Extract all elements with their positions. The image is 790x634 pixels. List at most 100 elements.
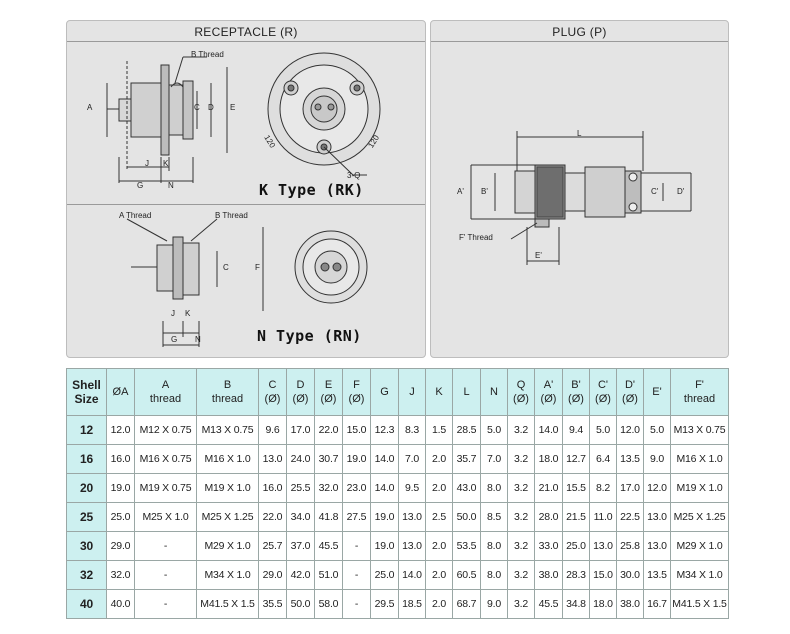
table-cell: 3.2 [507, 444, 535, 474]
table-cell: M25 X 1.25 [670, 502, 729, 532]
table-cell: 34.8 [562, 589, 590, 619]
table-cell: 58.0 [314, 589, 343, 619]
table-cell: 25.0 [106, 502, 135, 532]
table-cell: 5.0 [480, 415, 508, 445]
table-cell: 32.0 [314, 473, 343, 503]
plug-title-divider [431, 41, 728, 42]
header-text: Shell [72, 378, 101, 392]
k-dim-k: K [163, 159, 169, 168]
header-text: ØA [112, 386, 129, 398]
table-cell: 13.5 [643, 560, 671, 590]
table-cell: 19.0 [370, 531, 399, 561]
shell-size-cell: 25 [66, 502, 107, 532]
table-cell: 14.0 [534, 415, 563, 445]
table-cell: M13 X 0.75 [196, 415, 259, 445]
table-cell: 17.0 [616, 473, 644, 503]
table-cell: 18.0 [589, 589, 617, 619]
table-cell: 8.0 [480, 560, 508, 590]
column-header: K [425, 368, 453, 416]
header-text: D [296, 379, 305, 391]
header-text: B [223, 379, 232, 391]
table-cell: M41.5 X 1.5 [670, 589, 729, 619]
table-cell: 9.0 [643, 444, 671, 474]
table-cell: M13 X 0.75 [670, 415, 729, 445]
k-dim-a: A [87, 103, 93, 112]
header-text: Q [516, 379, 526, 391]
table-cell: 1.5 [425, 415, 453, 445]
table-cell: 21.5 [562, 502, 590, 532]
header-text: C [268, 379, 277, 391]
table-cell: M29 X 1.0 [670, 531, 729, 561]
header-text: D' [624, 379, 636, 391]
table-cell: 9.5 [398, 473, 426, 503]
table-cell: 50.0 [286, 589, 315, 619]
k-n-type-divider [67, 204, 425, 205]
table-cell: 8.0 [480, 531, 508, 561]
header-text: (Ø) [540, 393, 557, 405]
table-cell: 13.0 [643, 502, 671, 532]
table-cell: 12.7 [562, 444, 590, 474]
table-cell: 51.0 [314, 560, 343, 590]
table-cell: 38.0 [534, 560, 563, 590]
table-cell: 12.0 [616, 415, 644, 445]
header-text: thread [149, 393, 182, 405]
header-text: Size [74, 392, 99, 406]
table-cell: M29 X 1.0 [196, 531, 259, 561]
table-cell: 3.2 [507, 502, 535, 532]
table-cell: 12.0 [106, 415, 135, 445]
table-cell: 7.0 [480, 444, 508, 474]
header-text: thread [683, 393, 716, 405]
header-text: J [409, 386, 415, 398]
k-type-front-view [267, 52, 381, 176]
plug-drawing-panel: PLUG (P) [430, 20, 729, 358]
table-cell: 15.0 [342, 415, 371, 445]
shell-size-cell: 16 [66, 444, 107, 474]
table-cell: 14.0 [398, 560, 426, 590]
plug-dim-c-prime: C' [651, 187, 659, 196]
table-cell: 2.0 [425, 560, 453, 590]
column-header: N [480, 368, 508, 416]
table-cell: M25 X 1.0 [134, 502, 197, 532]
table-cell: 38.0 [616, 589, 644, 619]
table-cell: 6.4 [589, 444, 617, 474]
header-text: F [353, 379, 360, 391]
table-cell: 24.0 [286, 444, 315, 474]
table-cell: 68.7 [452, 589, 481, 619]
table-cell: 18.5 [398, 589, 426, 619]
table-cell: 5.0 [643, 415, 671, 445]
table-cell: 50.0 [452, 502, 481, 532]
table-cell: 2.0 [425, 473, 453, 503]
n-dim-n: N [195, 335, 201, 344]
column-header: Q(Ø) [507, 368, 535, 416]
table-cell: 2.0 [425, 589, 453, 619]
table-cell: - [134, 589, 197, 619]
table-cell: 18.0 [534, 444, 563, 474]
n-dim-j: J [171, 309, 175, 318]
n-b-thread-label: B Thread [215, 211, 248, 220]
table-cell: M16 X 1.0 [670, 444, 729, 474]
table-cell: 22.0 [314, 415, 343, 445]
k-dim-n: N [168, 181, 174, 190]
header-text: A' [543, 379, 554, 391]
table-cell: 9.6 [258, 415, 287, 445]
table-cell: - [134, 560, 197, 590]
column-header: A' (Ø) [534, 368, 563, 416]
table-cell: 19.0 [342, 444, 371, 474]
header-text: F' [695, 379, 704, 391]
table-cell: 25.8 [616, 531, 644, 561]
column-header: F(Ø) [342, 368, 371, 416]
table-cell: - [342, 531, 371, 561]
table-cell: 14.0 [370, 444, 399, 474]
table-cell: M25 X 1.25 [196, 502, 259, 532]
table-cell: 3.2 [507, 560, 535, 590]
table-cell: 40.0 [106, 589, 135, 619]
shell-size-cell: 30 [66, 531, 107, 561]
header-text: (Ø) [622, 393, 638, 405]
table-cell: 16.7 [643, 589, 671, 619]
shell-size-cell: 32 [66, 560, 107, 590]
k-dim-c: C [194, 103, 200, 112]
table-cell: M34 X 1.0 [670, 560, 729, 590]
table-cell: 35.7 [452, 444, 481, 474]
